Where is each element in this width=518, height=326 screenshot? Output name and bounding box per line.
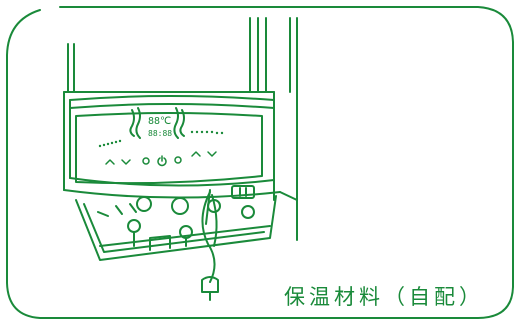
up-arrow-icon	[191, 151, 201, 157]
power-cord	[201, 191, 219, 301]
down-arrow-icon	[207, 151, 217, 157]
power-button-icon	[157, 155, 167, 167]
time-readout: 88:88	[148, 129, 172, 138]
caption: 保温材料（自配）	[284, 285, 484, 309]
control-buttons	[105, 151, 217, 167]
plug-icon	[201, 276, 219, 293]
heater-body	[63, 91, 298, 201]
right-indicator-dots	[190, 130, 224, 135]
up-arrow-icon	[105, 159, 115, 165]
temperature-readout: 88℃	[148, 116, 171, 127]
card-border	[6, 6, 514, 319]
mode-button-icon	[142, 157, 150, 165]
display-panel: 88℃ 88:88	[98, 107, 224, 148]
pipes	[67, 17, 298, 241]
down-arrow-icon	[121, 159, 131, 165]
settings-button-icon	[174, 156, 182, 164]
left-indicator-dots	[98, 139, 122, 148]
connection-panel	[75, 185, 277, 261]
